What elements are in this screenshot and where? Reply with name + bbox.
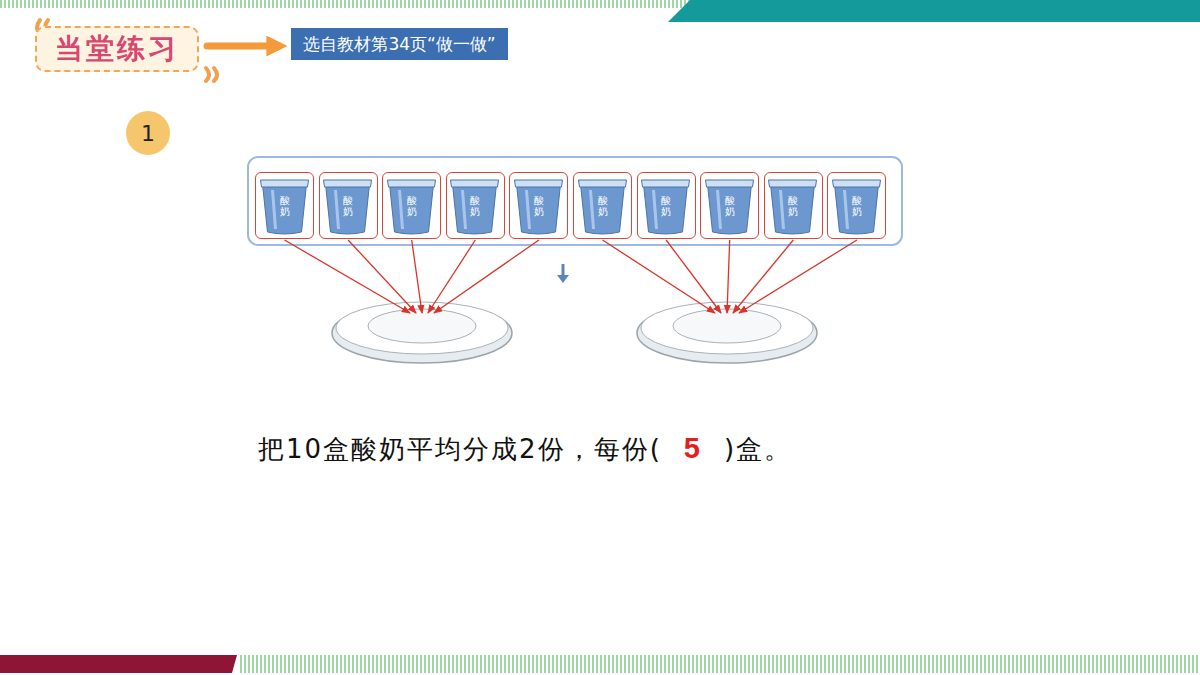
question-number: 1	[126, 111, 170, 155]
cup-label: 酸奶	[534, 195, 544, 217]
distribution-arrow	[428, 240, 475, 313]
sentence-text: 把10盒酸奶平均分成2份，每份(	[258, 432, 662, 467]
yogurt-box: 酸奶	[255, 172, 314, 239]
yogurt-box: 酸奶	[700, 172, 759, 239]
pointer-arrow	[207, 43, 279, 50]
cup-label: 酸奶	[280, 195, 290, 217]
yogurt-box: 酸奶	[382, 172, 441, 239]
top-stripes	[0, 0, 700, 8]
distribution-arrow	[285, 240, 411, 313]
cup-label: 酸奶	[407, 195, 417, 217]
bottom-stripes	[240, 655, 1200, 673]
yogurt-box: 酸奶	[827, 172, 886, 239]
bottom-bar	[0, 655, 237, 673]
section-tag: 当堂练习	[35, 26, 199, 72]
distribution-arrow	[412, 240, 422, 313]
cup-label: 酸奶	[470, 195, 480, 217]
yogurt-tray	[248, 157, 902, 245]
source-label: 选自教材第34页“做一做”	[291, 28, 508, 60]
cup-label: 酸奶	[661, 195, 671, 217]
down-arrow	[557, 275, 569, 283]
section-title: 当堂练习	[55, 30, 179, 68]
sentence-text: )盒。	[724, 432, 792, 467]
distribution-arrow	[666, 240, 721, 313]
distribution-arrow	[727, 240, 730, 313]
yogurt-box: 酸奶	[764, 172, 823, 239]
yogurt-box: 酸奶	[509, 172, 568, 239]
yogurt-box: 酸奶	[319, 172, 378, 239]
cup-label: 酸奶	[852, 195, 862, 217]
distribution-arrow	[348, 240, 416, 313]
question-sentence: 把10盒酸奶平均分成2份，每份( 5 )盒。	[258, 432, 792, 467]
distribution-arrow	[603, 240, 716, 313]
yogurt-box: 酸奶	[446, 172, 505, 239]
cup-label: 酸奶	[725, 195, 735, 217]
distribution-arrow	[739, 240, 857, 313]
cup-label: 酸奶	[598, 195, 608, 217]
quote-mark	[206, 68, 217, 81]
distribution-arrow	[733, 240, 793, 313]
cup-label: 酸奶	[343, 195, 353, 217]
top-band	[668, 0, 1200, 22]
yogurt-box: 酸奶	[573, 172, 632, 239]
number-text: 1	[141, 121, 155, 146]
yogurt-box: 酸奶	[637, 172, 696, 239]
down-arrow	[562, 264, 565, 276]
answer-number: 5	[684, 432, 702, 465]
cup-label: 酸奶	[788, 195, 798, 217]
distribution-arrows	[285, 240, 857, 313]
distribution-arrow	[434, 240, 539, 313]
source-text: 选自教材第34页“做一做”	[303, 33, 495, 56]
